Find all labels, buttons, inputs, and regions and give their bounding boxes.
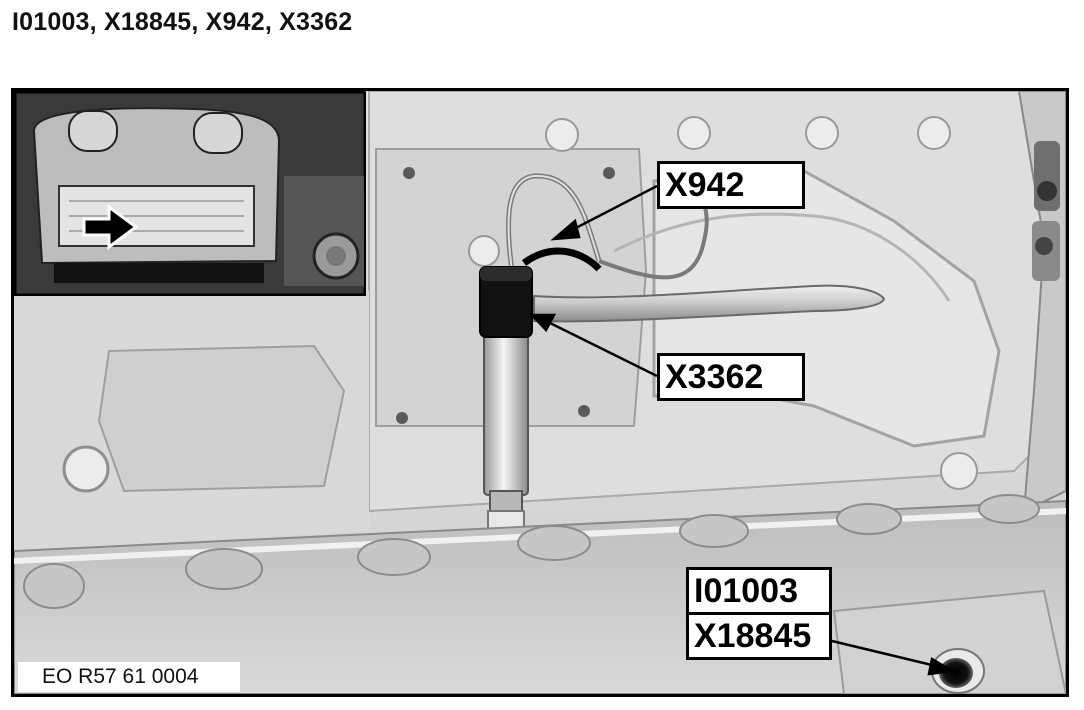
callout-x942: X942	[657, 161, 805, 209]
callout-group-i01003-x18845: I01003 X18845	[686, 567, 832, 660]
inset-rear-seat-view	[14, 91, 366, 296]
callout-x3362: X3362	[657, 353, 805, 401]
diagram-figure: X942 X3362 I01003 X18845	[11, 88, 1069, 697]
figure-code: EO R57 61 0004	[18, 662, 240, 692]
door-panel-illustration	[14, 91, 1066, 694]
page-title: I01003, X18845, X942, X3362	[12, 8, 353, 36]
arrow-right-icon	[82, 204, 139, 250]
callout-x18845: X18845	[686, 612, 832, 660]
callout-i01003: I01003	[686, 567, 832, 615]
